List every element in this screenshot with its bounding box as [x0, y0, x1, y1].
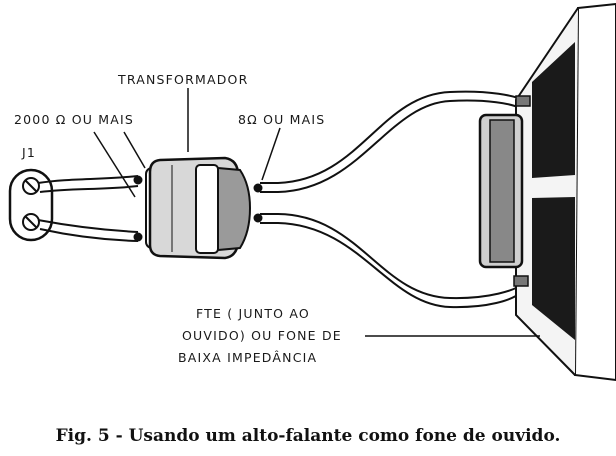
primary-wires — [37, 175, 143, 242]
transformer — [145, 156, 252, 260]
note-line-1: FTE ( JUNTO AO — [196, 306, 310, 321]
note-line-2: OUVIDO) OU FONE DE — [182, 328, 342, 343]
secondary-impedance-label: 8Ω OU MAIS — [238, 112, 326, 127]
note-line-3: BAIXA IMPEDÂNCIA — [178, 350, 318, 365]
leader-lines — [93, 88, 540, 337]
figure-caption: Fig. 5 - Usando um alto-falante como fon… — [55, 426, 561, 446]
jack-j1 — [8, 168, 54, 242]
secondary-wires — [253, 90, 524, 309]
primary-impedance-label: 2000 Ω OU MAIS — [14, 112, 135, 127]
speaker — [478, 2, 616, 382]
jack-label: J1 — [22, 145, 37, 160]
transformer-label: TRANSFORMADOR — [118, 72, 249, 87]
